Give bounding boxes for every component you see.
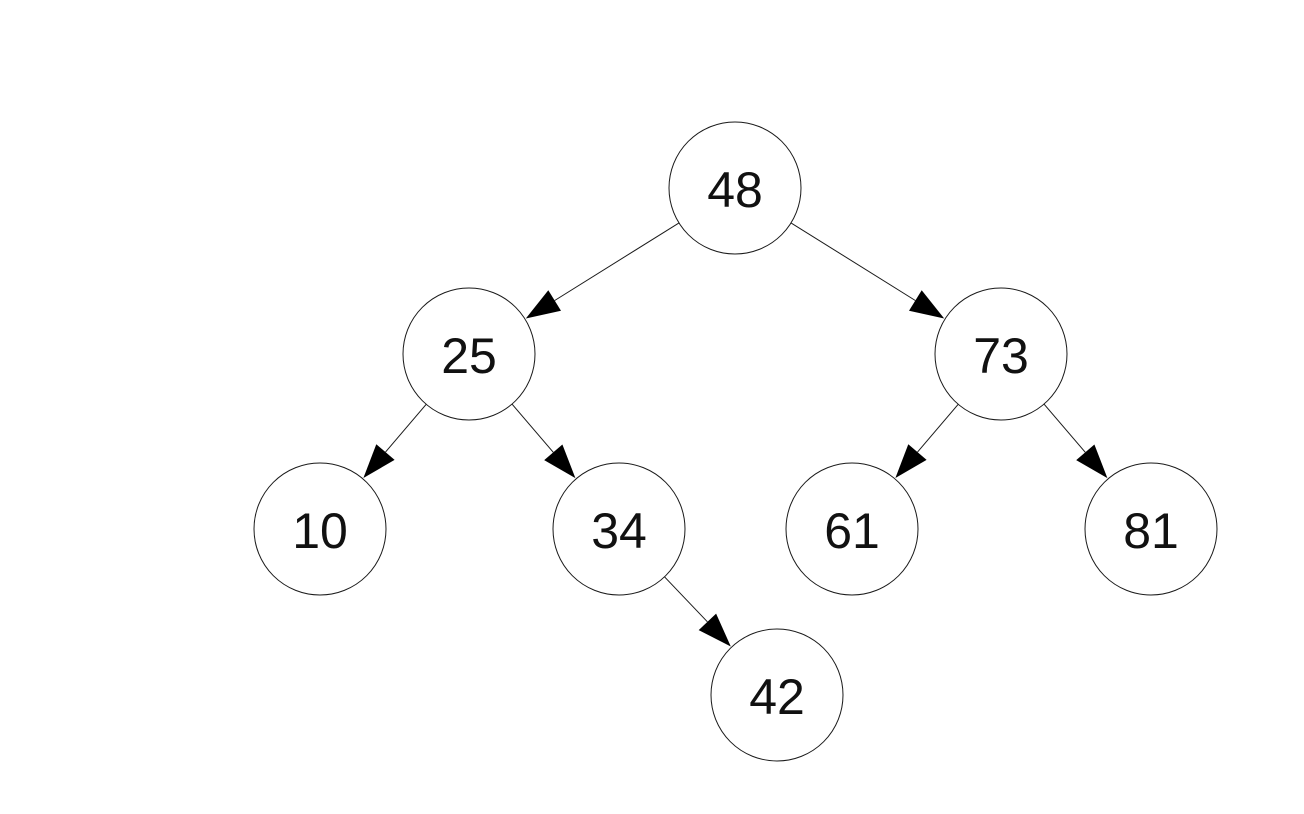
- edge-73-81: [1043, 403, 1086, 453]
- node-circle: [934, 287, 1068, 421]
- arrowhead-34-42: [698, 613, 731, 647]
- tree-node-81: 81: [1084, 462, 1218, 596]
- node-circle: [710, 628, 844, 762]
- arrowhead-73-81: [1076, 444, 1108, 479]
- edge-25-34: [511, 403, 554, 453]
- arrowhead-73-61: [895, 444, 927, 478]
- node-circle: [668, 121, 802, 255]
- arrowhead-25-34: [544, 444, 576, 479]
- edge-48-25: [554, 222, 680, 301]
- arrowhead-48-25: [525, 290, 561, 319]
- tree-node-10: 10: [253, 462, 387, 596]
- arrowhead-25-10: [363, 444, 395, 478]
- tree-node-73: 73: [934, 287, 1068, 421]
- edge-34-42: [664, 576, 708, 623]
- edge-25-10: [385, 403, 427, 453]
- node-circle: [253, 462, 387, 596]
- node-circle: [785, 462, 919, 596]
- node-label: 34: [591, 503, 647, 559]
- node-label: 81: [1123, 503, 1179, 559]
- node-label: 25: [441, 328, 497, 384]
- node-label: 61: [824, 503, 880, 559]
- edges-layer: [363, 222, 1108, 647]
- node-label: 42: [749, 669, 805, 725]
- node-circle: [402, 287, 536, 421]
- tree-node-61: 61: [785, 462, 919, 596]
- arrowhead-48-73: [909, 290, 945, 319]
- tree-node-34: 34: [552, 462, 686, 596]
- node-circle: [552, 462, 686, 596]
- nodes-layer: 48 25 73 10 34 61 81 42: [253, 121, 1218, 762]
- tree-node-48: 48: [668, 121, 802, 255]
- node-label: 73: [973, 328, 1029, 384]
- edge-73-61: [917, 403, 959, 453]
- node-label: 10: [292, 503, 348, 559]
- edge-48-73: [790, 222, 916, 301]
- node-circle: [1084, 462, 1218, 596]
- tree-node-42: 42: [710, 628, 844, 762]
- tree-node-25: 25: [402, 287, 536, 421]
- node-label: 48: [707, 162, 763, 218]
